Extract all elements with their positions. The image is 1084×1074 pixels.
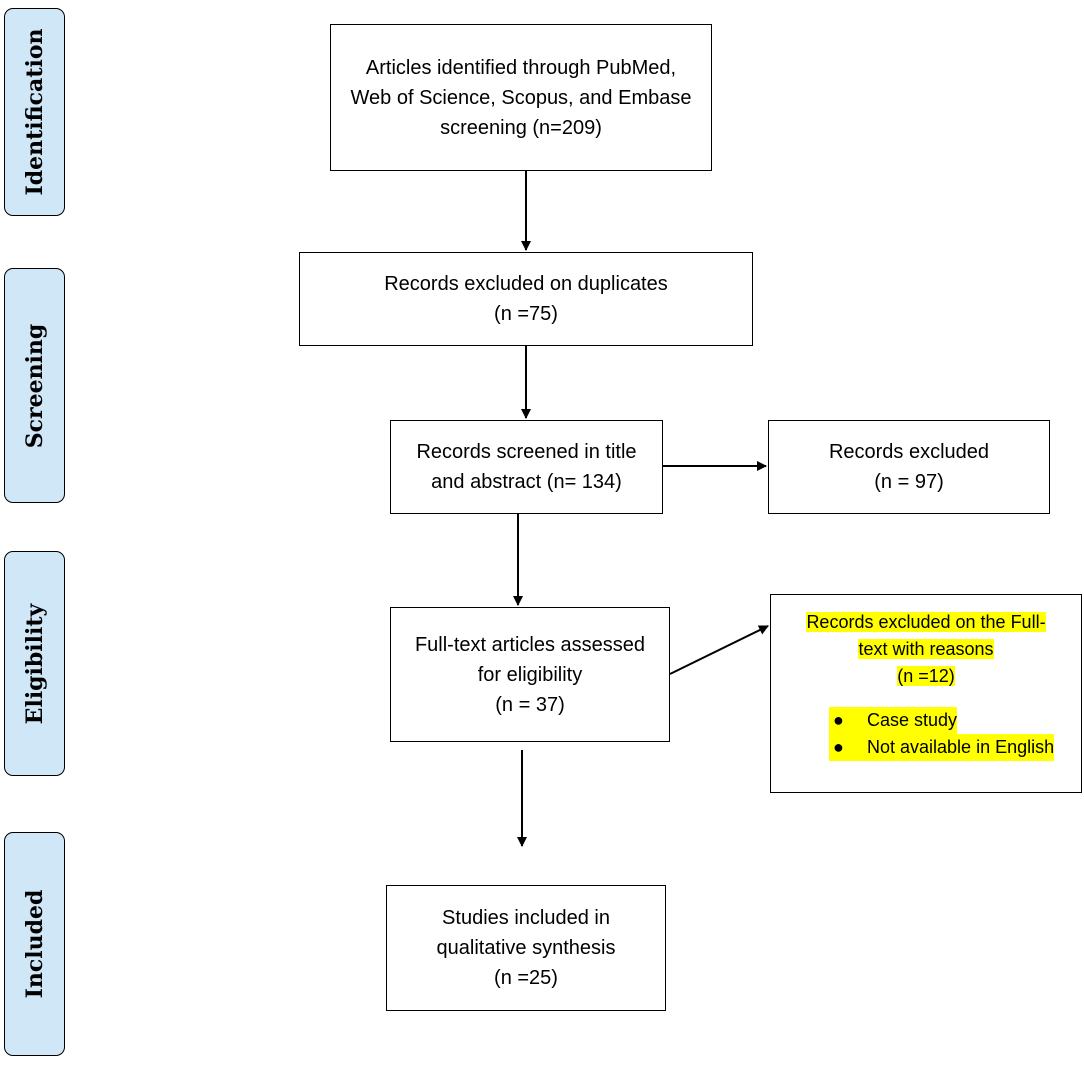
identified-line-2: Web of Science, Scopus, and Embase	[350, 86, 692, 109]
included-line-2: qualitative synthesis	[436, 937, 616, 959]
fulltext-exclusions-title-line-1: Records excluded on the Full-	[806, 612, 1046, 632]
bullet-icon: ●	[833, 737, 844, 757]
excluded-line-2: (n = 97)	[874, 471, 944, 493]
screened-line-1: Records screened in title	[416, 441, 637, 463]
exclusion-reason-text: Not available in English	[867, 737, 1055, 757]
excluded-box: Records excluded (n = 97)	[768, 420, 1050, 514]
identified-box: Articles identified through PubMed, Web …	[330, 24, 712, 171]
exclusion-reason-item: ● Case study	[829, 707, 958, 734]
duplicates-line-1: Records excluded on duplicates	[384, 273, 668, 295]
duplicates-box: Records excluded on duplicates (n =75)	[299, 252, 753, 346]
stage-screening: Screening	[4, 268, 65, 503]
fulltext-exclusions-title: Records excluded on the Full- text with …	[771, 609, 1081, 690]
included-line-3: (n =25)	[494, 967, 558, 989]
identified-line-1: Articles identified through PubMed,	[365, 56, 677, 79]
stage-identification: Identification	[4, 8, 65, 216]
fulltext-exclusions-title-line-2: text with reasons	[858, 639, 994, 659]
excluded-line-1: Records excluded	[828, 441, 990, 463]
identified-line-3: screening (n=209)	[440, 116, 602, 139]
stage-included: Included	[4, 832, 65, 1056]
bullet-icon: ●	[833, 710, 844, 730]
arrow-fulltext-to-exclusions	[669, 625, 769, 675]
duplicates-line-2: (n =75)	[494, 303, 558, 325]
fulltext-exclusions-box: Records excluded on the Full- text with …	[770, 594, 1082, 793]
fulltext-line-3: (n = 37)	[495, 693, 565, 716]
screened-box: Records screened in title and abstract (…	[390, 420, 663, 514]
screened-line-2: and abstract (n= 134)	[431, 471, 622, 493]
fulltext-line-1: Full-text articles assessed	[414, 633, 646, 656]
included-line-1: Studies included in	[442, 907, 610, 929]
exclusion-reason-text: Case study	[867, 710, 958, 730]
fulltext-box: Full-text articles assessed for eligibil…	[390, 607, 670, 742]
fulltext-exclusions-title-line-3: (n =12)	[897, 666, 955, 686]
exclusion-reasons-list: ● Case study ● Not available in English	[829, 707, 1055, 761]
fulltext-line-2: for eligibility	[477, 663, 583, 686]
included-box: Studies included in qualitative synthesi…	[386, 885, 666, 1011]
stage-eligibility: Eligibility	[4, 551, 65, 776]
exclusion-reason-item: ● Not available in English	[829, 734, 1055, 761]
